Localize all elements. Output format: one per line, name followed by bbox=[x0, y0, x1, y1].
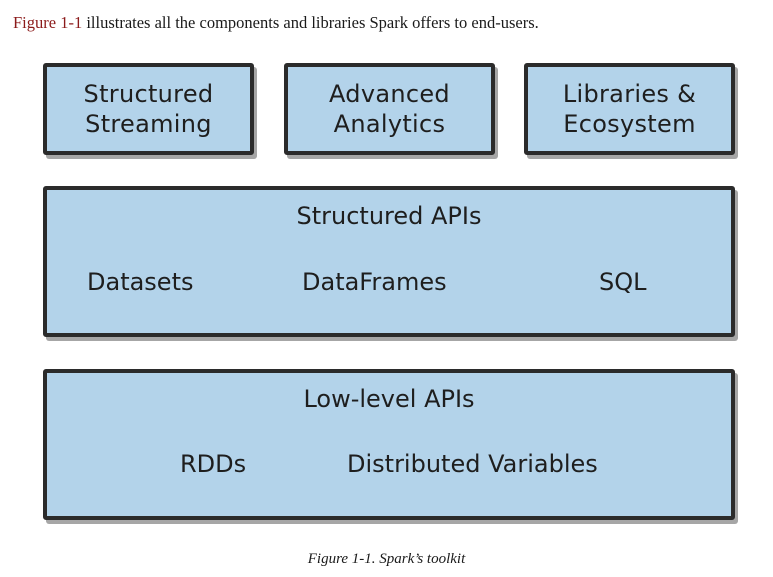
datasets-label: Datasets bbox=[87, 268, 194, 296]
structured-streaming-line1: Structured bbox=[83, 80, 214, 108]
advanced-analytics-box: Advanced Analytics bbox=[284, 63, 495, 155]
libraries-ecosystem-line1: Libraries & bbox=[562, 80, 697, 108]
advanced-analytics-line1: Advanced bbox=[329, 80, 450, 108]
low-level-apis-title: Low-level APIs bbox=[303, 385, 475, 413]
dataframes-label: DataFrames bbox=[302, 268, 447, 296]
structured-streaming-line2: Streaming bbox=[85, 110, 212, 138]
advanced-analytics-line2: Analytics bbox=[333, 110, 446, 138]
figure-reference-link[interactable]: Figure 1-1 bbox=[13, 13, 83, 32]
structured-streaming-box: Structured Streaming bbox=[43, 63, 254, 155]
libraries-ecosystem-box: Libraries & Ecosystem bbox=[524, 63, 735, 155]
structured-apis-title: Structured APIs bbox=[296, 202, 482, 230]
low-level-apis-box: Low-level APIs RDDs Distributed Variable… bbox=[43, 369, 735, 520]
figure-caption: Figure 1-1. Spark’s toolkit bbox=[307, 551, 466, 567]
intro-paragraph: Figure 1-1 illustrates all the component… bbox=[13, 13, 539, 33]
libraries-ecosystem-line2: Ecosystem bbox=[563, 110, 696, 138]
intro-text: illustrates all the components and libra… bbox=[82, 13, 539, 32]
sql-label: SQL bbox=[599, 268, 647, 296]
rdds-label: RDDs bbox=[180, 450, 247, 478]
structured-apis-box: Structured APIs Datasets DataFrames SQL bbox=[43, 186, 735, 337]
distributed-variables-label: Distributed Variables bbox=[347, 450, 598, 478]
